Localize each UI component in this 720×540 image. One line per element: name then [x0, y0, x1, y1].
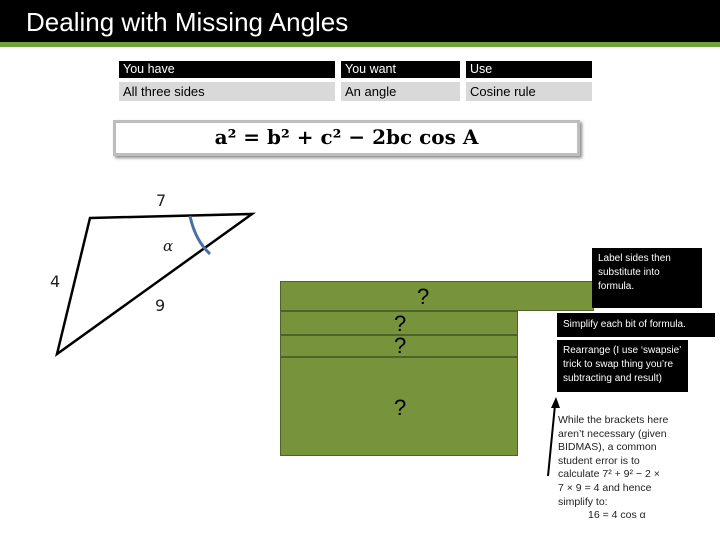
callout-simplify: Simplify each bit of formula.: [557, 313, 715, 337]
note-line: 16 = 4 cos α: [588, 509, 646, 522]
title-divider: [0, 42, 720, 47]
student-error-note: While the brackets here aren’t necessary…: [558, 414, 698, 523]
table-cell-use: Cosine rule: [466, 82, 592, 101]
callout-rearrange: Rearrange (I use ‘swapsie’ trick to swap…: [557, 340, 688, 392]
table-cell-you-want: An angle: [341, 82, 460, 101]
angle-arc: [188, 215, 212, 256]
triangle-side-left-label: 4: [50, 272, 61, 291]
table-header-use: Use: [466, 61, 592, 78]
working-box-3-placeholder: ?: [394, 333, 407, 358]
page-title: Dealing with Missing Angles: [26, 7, 349, 37]
working-box-4: ?: [280, 357, 518, 456]
cosine-rule-formula: a² = b² + c² − 2bc cos A: [214, 125, 479, 149]
note-arrow-head: [551, 397, 560, 408]
title-bar: Dealing with Missing Angles: [0, 0, 720, 42]
callout-label-sides: Label sides then substitute into formula…: [592, 248, 702, 308]
triangle-side-bottom-label: 9: [155, 296, 166, 315]
note-line: While the brackets here: [558, 414, 669, 426]
cosine-rule-formula-box: a² = b² + c² − 2bc cos A: [113, 120, 580, 156]
working-box-1-placeholder: ?: [417, 284, 430, 309]
triangle-shape: [54, 212, 257, 357]
note-line: simplify to:: [558, 495, 608, 508]
working-box-3: ?: [280, 333, 518, 358]
note-line: student error is to: [558, 454, 640, 467]
triangle-angle-label: α: [163, 237, 174, 255]
working-box-2: ?: [280, 311, 518, 336]
note-arrow-line: [547, 404, 556, 477]
working-box-1: ?: [280, 281, 594, 311]
note-line: calculate 7² + 9² − 2 ×: [558, 468, 660, 481]
table-header-you-want: You want: [341, 61, 460, 78]
table-cell-you-have: All three sides: [119, 82, 335, 101]
triangle-side-top-label: 7: [156, 191, 167, 210]
working-box-4-placeholder: ?: [394, 395, 407, 420]
note-line: BIDMAS), a common: [558, 441, 657, 454]
note-line: 7 × 9 = 4 and hence: [558, 481, 652, 494]
note-line: aren’t necessary (given: [558, 427, 667, 440]
working-box-2-placeholder: ?: [394, 311, 407, 336]
table-header-you-have: You have: [119, 61, 335, 78]
